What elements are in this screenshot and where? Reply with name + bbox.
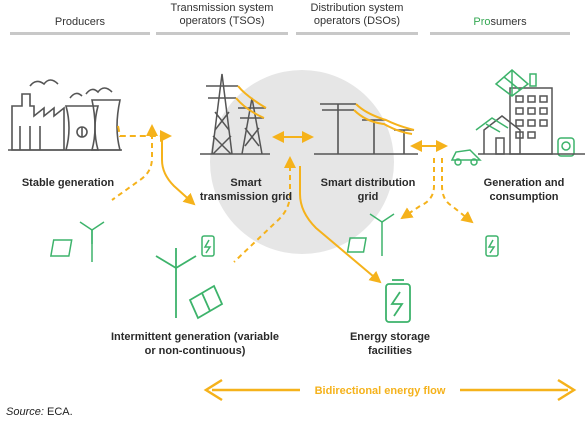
background-circle — [210, 70, 394, 254]
source-note: Source: ECA. — [6, 406, 73, 418]
header-rule — [296, 32, 418, 35]
wind-turbine-icon — [346, 213, 395, 256]
header-tso: Transmission system operators (TSOs) — [170, 2, 274, 27]
label-generation-consumption: Generation and consumption — [483, 177, 565, 203]
house-icon — [475, 115, 521, 155]
meter-icon — [557, 137, 575, 157]
header-prosumers-sumers: sumers — [490, 16, 527, 28]
battery-icon — [385, 279, 411, 323]
battery-icon — [485, 235, 499, 257]
source-prefix: Source: — [6, 406, 44, 418]
header-rule — [10, 32, 150, 35]
header-dso: Distribution system operators (DSOs) — [310, 2, 404, 27]
factory-icon — [11, 79, 65, 151]
header-producers: Producers — [54, 16, 106, 28]
header-prosumers-pro: Pro — [473, 16, 491, 28]
header-prosumers: Prosumers — [430, 16, 570, 29]
nuclear-plant-icon — [8, 87, 122, 151]
building-icon — [509, 87, 553, 155]
label-stable-generation: Stable generation — [21, 177, 115, 189]
label-energy-storage: Energy storage facilities — [349, 331, 431, 357]
label-smart-transmission-grid: Smart transmission grid — [199, 177, 293, 203]
header-rule — [156, 32, 288, 35]
battery-icon — [201, 235, 215, 257]
source-text: ECA. — [46, 406, 73, 418]
solar-panel-icon — [494, 69, 537, 97]
label-smart-distribution-grid: Smart distribution grid — [320, 177, 416, 203]
electric-car-icon — [450, 149, 482, 166]
wind-turbine-icon — [155, 248, 224, 320]
wind-turbine-icon — [49, 221, 105, 262]
label-intermittent-generation: Intermittent generation (variable or non… — [110, 331, 280, 357]
flow-label: Bidirectional energy flow — [300, 385, 460, 397]
header-rule — [430, 32, 570, 35]
flow-arrows — [111, 124, 474, 284]
